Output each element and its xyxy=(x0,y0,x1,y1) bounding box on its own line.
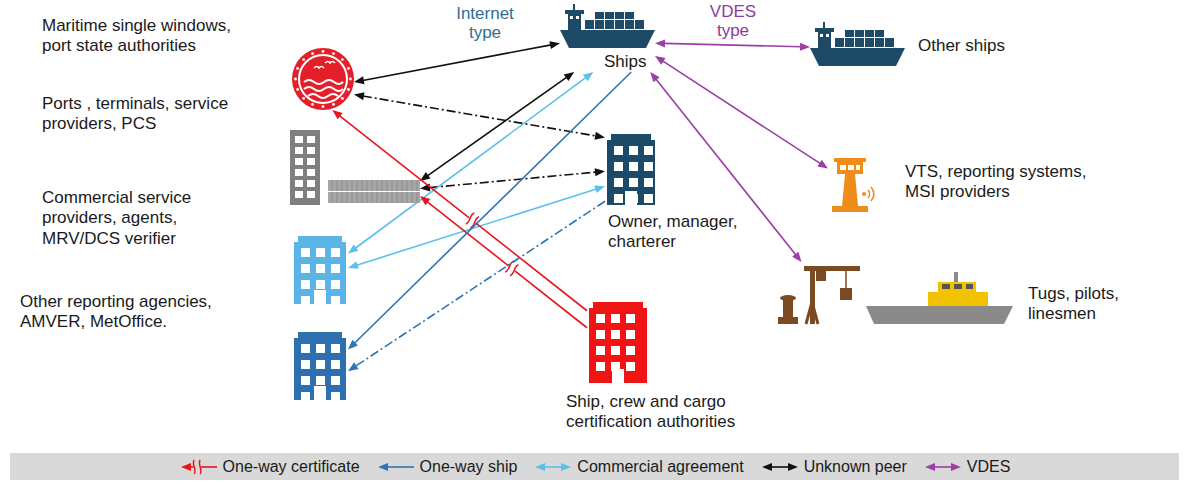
legend-item: VDES xyxy=(923,458,1011,476)
icon-node: Owner, manager, charterer xyxy=(605,130,657,205)
node-icon xyxy=(828,150,873,212)
legend-text: VDES xyxy=(967,458,1011,476)
node-icon xyxy=(292,232,348,304)
connector xyxy=(348,72,593,254)
icon-node: Other ships xyxy=(810,26,905,68)
legend-item: One-way ship xyxy=(376,458,518,476)
legend-item: Unknown peer xyxy=(760,458,907,476)
icon-node: Other reporting agencies, AMVER, MetOffi… xyxy=(292,328,348,400)
node-label: Tugs, pilots, linesmen xyxy=(1028,284,1153,325)
node-label: Ships xyxy=(604,52,664,72)
legend-text: Commercial agreement xyxy=(577,458,743,476)
node-label: Commercial service providers, agents, MR… xyxy=(42,188,222,249)
icon-node: Ships xyxy=(560,8,655,72)
legend-text: Unknown peer xyxy=(804,458,907,476)
node-icon xyxy=(778,262,1013,324)
connector xyxy=(354,41,560,84)
node-icon xyxy=(292,48,354,110)
node-icon xyxy=(605,130,657,205)
icon-node: Commercial service providers, agents, MR… xyxy=(292,232,348,304)
node-icon xyxy=(292,328,348,400)
legend-sample xyxy=(533,459,573,475)
icon-node: Ports , terminals, service providers, PC… xyxy=(290,130,420,205)
legend-sample xyxy=(179,459,219,475)
legend-text: One-way ship xyxy=(420,458,518,476)
node-icon xyxy=(290,130,420,205)
connector xyxy=(332,110,587,311)
node-icon xyxy=(587,298,649,383)
node-label: Other reporting agencies, AMVER, MetOffi… xyxy=(20,292,250,333)
channel-label: VDES type xyxy=(704,2,762,40)
legend-sample xyxy=(923,459,963,475)
channel-label: Internet type xyxy=(447,4,523,42)
node-label: Ports , terminals, service providers, PC… xyxy=(42,94,282,135)
connector xyxy=(420,72,574,181)
connector xyxy=(420,196,587,328)
connector xyxy=(348,72,631,350)
node-label: Maritime single windows, port state auth… xyxy=(42,16,264,57)
legend-item: Commercial agreement xyxy=(533,458,743,476)
connector xyxy=(348,201,605,371)
node-label: Other ships xyxy=(918,36,1028,56)
node-label: Ship, crew and cargo certification autho… xyxy=(566,392,776,433)
node-label: Owner, manager, charterer xyxy=(608,212,743,253)
connector xyxy=(655,56,828,169)
legend-sample xyxy=(760,459,800,475)
icon-node: Ship, crew and cargo certification autho… xyxy=(587,298,649,383)
node-label: VTS, reporting systems, MSI providers xyxy=(905,162,1105,203)
legend-item: One-way certificate xyxy=(179,458,360,476)
legend-sample xyxy=(376,459,416,475)
legend-text: One-way certificate xyxy=(223,458,360,476)
connector xyxy=(354,92,605,140)
connector xyxy=(655,39,810,50)
icon-node: Maritime single windows, port state auth… xyxy=(292,48,354,110)
legend-band: One-way certificate One-way ship Commercia… xyxy=(10,453,1179,480)
icon-node: VTS, reporting systems, MSI providers xyxy=(828,150,873,212)
icon-node: Tugs, pilots, linesmen xyxy=(778,262,1013,324)
node-icon xyxy=(810,26,905,68)
